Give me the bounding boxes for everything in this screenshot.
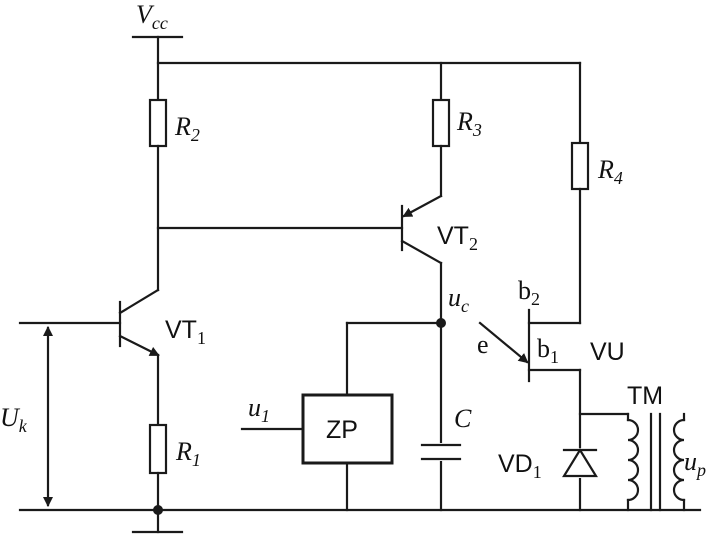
svg-text:R2: R2: [174, 112, 200, 145]
svg-text:C: C: [454, 404, 472, 433]
svg-text:R4: R4: [597, 155, 623, 188]
svg-text:b1: b1: [537, 334, 559, 367]
ground-rail: [18, 505, 702, 515]
resistor-r2: R2: [148, 98, 200, 292]
resistor-r3: R3: [431, 61, 482, 198]
resistor-r1: R1: [131, 423, 201, 534]
transistor-vt2: VT2: [400, 194, 478, 512]
resistor-r4: R4: [570, 61, 623, 325]
svg-text:Uk: Uk: [0, 403, 28, 436]
svg-text:R1: R1: [175, 437, 201, 470]
svg-text:VT1: VT1: [165, 316, 206, 348]
svg-text:VU: VU: [590, 338, 625, 366]
transistor-vt1: VT1: [18, 288, 206, 427]
svg-text:ZP: ZP: [326, 416, 358, 444]
unijunction-vu: b2 b1 e VU: [477, 276, 625, 512]
vcc-terminal: Vcc: [131, 0, 184, 102]
svg-text:b2: b2: [518, 276, 540, 309]
capacitor-c: C: [420, 404, 472, 461]
svg-text:VD1: VD1: [498, 450, 542, 482]
svg-text:e: e: [477, 330, 489, 359]
uc-node: uc: [345, 283, 469, 328]
svg-text:uc: uc: [448, 283, 469, 316]
svg-text:R3: R3: [456, 107, 482, 140]
uk-voltage-arrow: Uk: [0, 326, 53, 507]
svg-text:Vcc: Vcc: [136, 0, 168, 33]
zp-block: ZP u1: [240, 321, 394, 512]
svg-text:up: up: [684, 447, 706, 480]
diode-vd1: VD1: [498, 447, 598, 482]
svg-text:u1: u1: [248, 393, 270, 426]
transformer-tm: TM up: [578, 382, 706, 512]
svg-text:VT2: VT2: [437, 222, 478, 254]
svg-text:TM: TM: [627, 382, 663, 410]
